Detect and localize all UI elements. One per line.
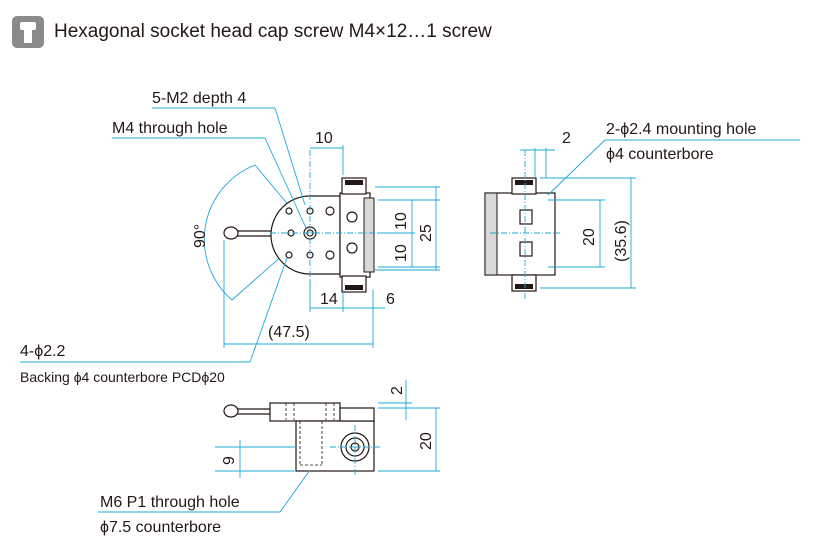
dim-front-20: 20 <box>418 432 435 450</box>
dim-front-2: 2 <box>389 386 406 395</box>
callout-m4-through: M4 through hole <box>112 120 228 137</box>
dim-overall-47-5: (47.5) <box>268 324 310 341</box>
dim-bottom-6: 6 <box>386 291 395 308</box>
dim-bottom-14: 14 <box>320 291 338 308</box>
dim-right-10-upper: 10 <box>393 212 410 230</box>
callout-m6-through: M6 P1 through hole <box>100 494 240 511</box>
callout-backing-note: Backing ϕ4 counterbore PCDϕ20 <box>20 369 225 385</box>
screw-icon <box>12 16 44 48</box>
angle-arc <box>203 164 256 301</box>
front-top-stage <box>269 402 341 422</box>
dim-side-2: 2 <box>562 130 571 147</box>
callout-side-counterbore: ϕ4 counterbore <box>606 146 714 163</box>
dim-right-25: 25 <box>418 224 435 242</box>
callout-4-phi2-2: 4-ϕ2.2 <box>20 343 66 360</box>
top-view: 90° 10 <box>20 90 440 385</box>
dim-front-9: 9 <box>221 456 238 465</box>
knob <box>223 226 239 240</box>
front-view: 2 20 9 M6 P1 through hole ϕ7.5 counterbo… <box>98 380 440 536</box>
angle-90-label: 90° <box>192 224 209 248</box>
callout-5-m2: 5-M2 depth 4 <box>152 90 246 107</box>
callout-front-counterbore: ϕ7.5 counterbore <box>100 519 221 536</box>
page-title: Hexagonal socket head cap screw M4×12…1 … <box>54 21 492 42</box>
dim-right-10-lower: 10 <box>393 244 410 262</box>
side-view: 2 20 (35.6) 2-ϕ2.4 mounting hole ϕ4 coun… <box>484 121 800 300</box>
dim-side-35-6: (35.6) <box>613 220 630 262</box>
header: Hexagonal socket head cap screw M4×12…1 … <box>12 15 492 49</box>
dim-top-10: 10 <box>315 130 333 147</box>
dim-side-20: 20 <box>581 228 598 246</box>
callout-mounting-hole: 2-ϕ2.4 mounting hole <box>606 121 756 138</box>
